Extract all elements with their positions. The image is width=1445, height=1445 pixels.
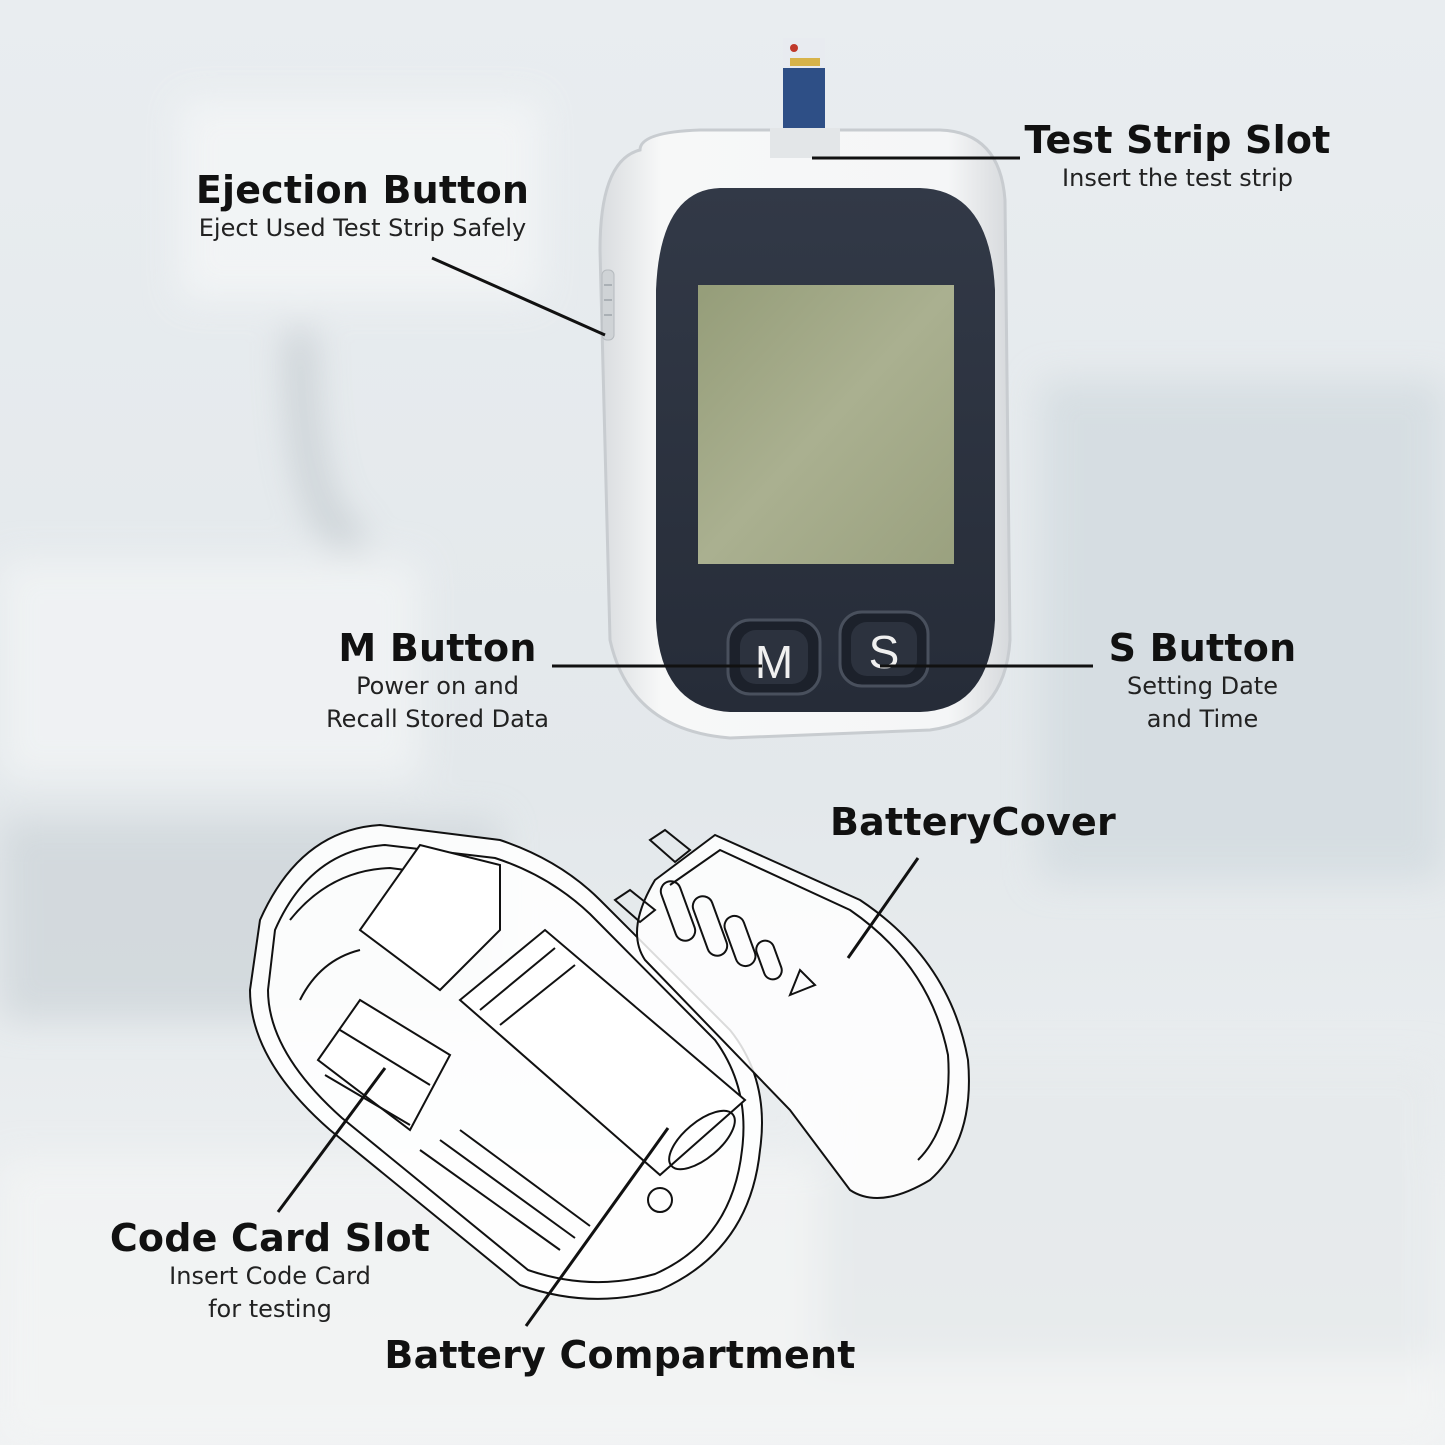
ejection-button-title: Ejection Button	[195, 168, 530, 212]
glucose-meter	[598, 128, 1012, 740]
callout-battery-compartment: Battery Compartment	[380, 1333, 860, 1377]
battery-cover	[613, 828, 970, 1199]
m-button-line1: Power on and	[356, 672, 519, 700]
leader-code-card	[276, 1067, 387, 1213]
s-button-title: S Button	[1108, 626, 1297, 670]
s-button-line2: and Time	[1146, 705, 1259, 733]
callout-test-strip-slot: Test Strip Slot Insert the test strip	[1015, 118, 1340, 195]
code-card-slot-title: Code Card Slot	[109, 1216, 431, 1260]
code-card-slot-line2: for testing	[208, 1295, 332, 1323]
battery-compartment-title: Battery Compartment	[384, 1333, 856, 1377]
exploded-meter-drawing	[248, 823, 763, 1300]
callout-m-button: M Button Power on and Recall Stored Data	[290, 626, 585, 736]
battery-cover-title: BatteryCover	[830, 800, 1116, 844]
callout-battery-cover: BatteryCover	[830, 800, 1116, 844]
s-key-glyph: S	[869, 626, 900, 678]
m-button-line2: Recall Stored Data	[326, 705, 549, 733]
leader-battery-compartment	[524, 1127, 670, 1327]
lcd-screen	[698, 285, 954, 564]
test-strip-slot-subtitle: Insert the test strip	[1062, 164, 1293, 192]
s-button-line1: Setting Date	[1127, 672, 1278, 700]
callout-code-card-slot: Code Card Slot Insert Code Card for test…	[105, 1216, 435, 1326]
leader-lines	[276, 156, 1093, 1327]
ejection-button-subtitle: Eject Used Test Strip Safely	[198, 214, 527, 242]
callout-s-button: S Button Setting Date and Time	[1095, 626, 1310, 736]
leader-battery-cover	[846, 857, 920, 959]
m-button-title: M Button	[338, 626, 537, 670]
m-key-glyph: M	[755, 636, 793, 688]
test-strip-slot-title: Test Strip Slot	[1024, 118, 1331, 162]
code-card-slot-line1: Insert Code Card	[169, 1262, 371, 1290]
ejection-button[interactable]	[601, 269, 615, 341]
leader-ejection	[431, 256, 606, 337]
m-key[interactable]	[726, 618, 822, 696]
callout-ejection-button: Ejection Button Eject Used Test Strip Sa…	[150, 168, 575, 245]
